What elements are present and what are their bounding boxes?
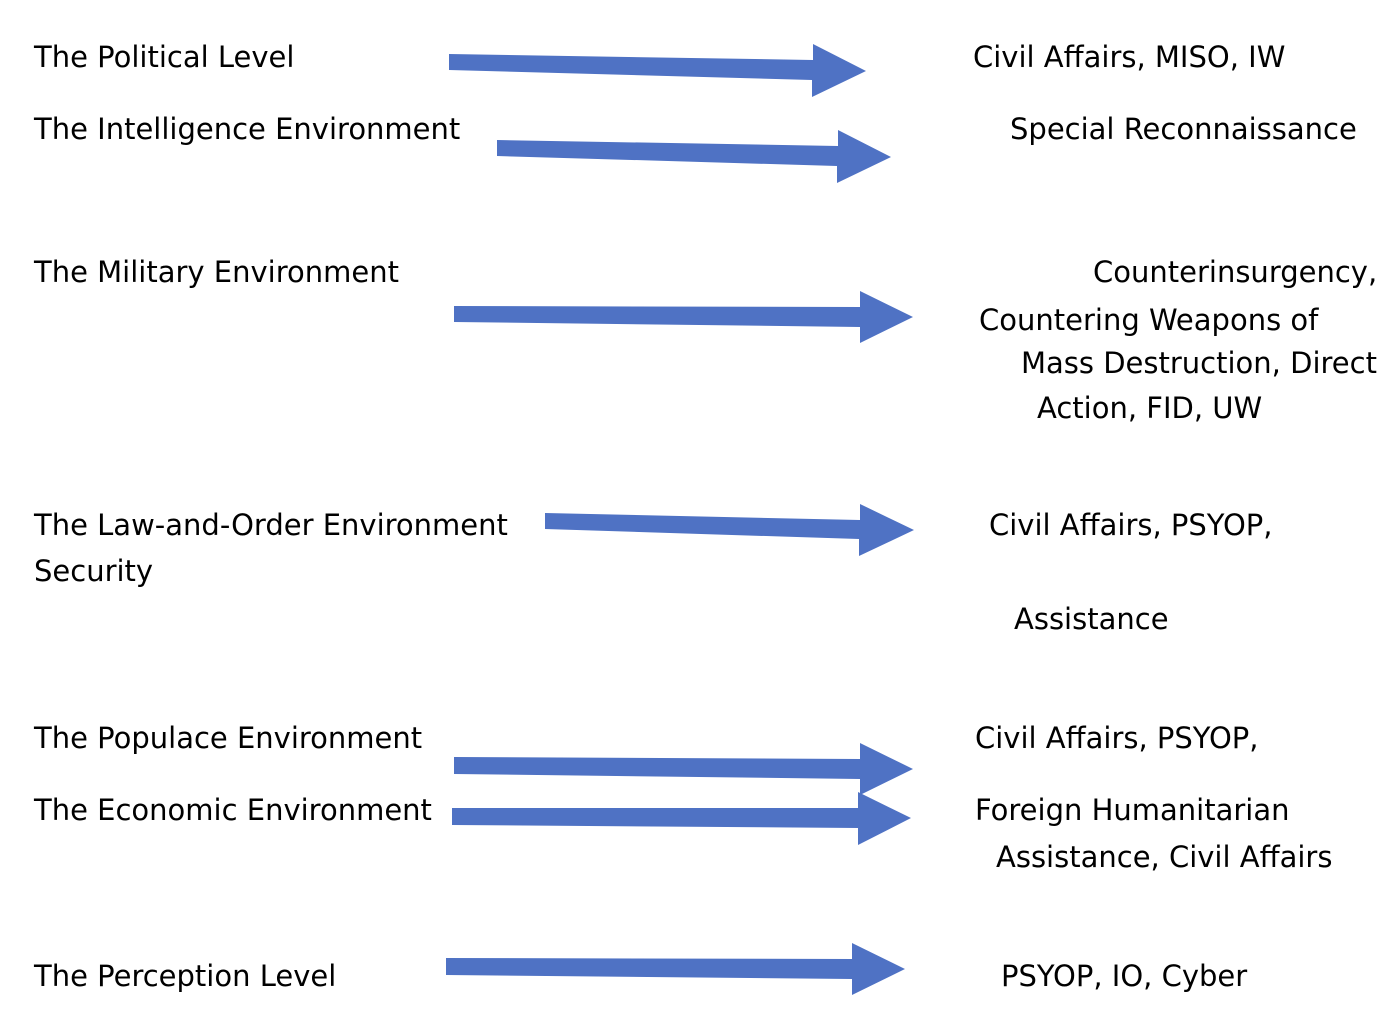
arrow-law-order (545, 504, 914, 556)
cap-economic-line1: Foreign Humanitarian (975, 793, 1290, 827)
cap-economic-line2: Assistance, Civil Affairs (996, 840, 1333, 874)
env-law-order-label: The Law-and-Order Environment (34, 508, 508, 542)
cap-law-order-line2: Assistance (1014, 602, 1169, 636)
cap-military-line1: Counterinsurgency, (1093, 255, 1378, 289)
arrow-military (454, 291, 913, 343)
arrow-intelligence (497, 130, 891, 183)
arrow-economic (452, 792, 911, 845)
cap-populace-text: Civil Affairs, PSYOP, (975, 721, 1259, 755)
env-law-order-label-line2: Security (34, 554, 154, 588)
env-economic-label: The Economic Environment (34, 793, 432, 827)
cap-military-line2: Countering Weapons of (979, 303, 1319, 337)
cap-military-line4: Action, FID, UW (1037, 391, 1263, 425)
cap-perception-text: PSYOP, IO, Cyber (1001, 959, 1248, 993)
env-political-label: The Political Level (34, 40, 295, 74)
arrow-populace (454, 743, 913, 795)
env-perception-label: The Perception Level (34, 959, 337, 993)
cap-military-line3: Mass Destruction, Direct (1021, 346, 1377, 380)
env-populace-label: The Populace Environment (34, 721, 423, 755)
arrow-political (449, 44, 866, 97)
cap-political-text: Civil Affairs, MISO, IW (973, 40, 1286, 74)
env-military-label: The Military Environment (34, 255, 399, 289)
arrow-perception (446, 943, 905, 995)
cap-intelligence-text: Special Reconnaissance (1010, 112, 1357, 146)
cap-law-order-line1: Civil Affairs, PSYOP, (989, 508, 1273, 542)
env-intelligence-label: The Intelligence Environment (34, 112, 461, 146)
